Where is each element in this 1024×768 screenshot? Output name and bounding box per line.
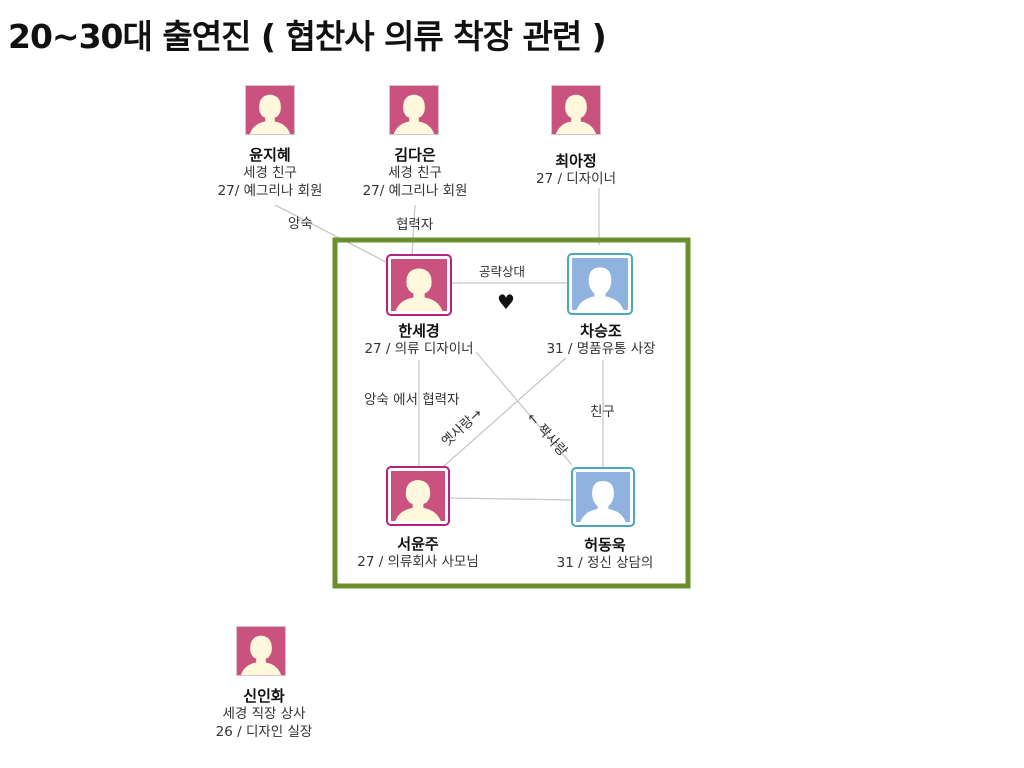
person-age-role: 27 / 의류 디자이너	[364, 341, 474, 357]
person-name: 한세경	[398, 322, 440, 340]
person-age-role: 27/ 예그리나 회원	[217, 183, 323, 199]
person-age-role: 27/ 예그리나 회원	[362, 183, 468, 199]
female-silhouette-icon	[390, 86, 438, 134]
male-silhouette-icon	[576, 472, 630, 522]
line-seo-heo	[449, 497, 573, 501]
person-age-role: 31 / 정신 상담의	[556, 555, 654, 571]
person-name: 김다은	[394, 146, 436, 164]
person-age-role: 27 / 의류회사 사모님	[357, 554, 479, 570]
relation-label-han-seo: 앙숙 에서 협력자	[364, 392, 460, 408]
person-kim-daeun: 김다은 세경 친구 27/ 예그리나 회원	[363, 146, 468, 200]
person-han-segyeong: 한세경 27 / 의류 디자이너	[364, 322, 473, 358]
avatar-choi-ajeong	[551, 85, 601, 135]
avatar-seo-yunju	[386, 466, 450, 526]
relation-label-cha-heo: 친구	[590, 404, 615, 420]
person-heo-dongwook: 허동욱 31 / 정신 상담의	[557, 536, 654, 572]
heart-icon: ♥	[497, 290, 515, 314]
avatar-shin-inhwa	[236, 626, 286, 676]
relation-label-han-cha: 공략상대	[479, 264, 526, 279]
male-silhouette-icon	[572, 258, 628, 310]
female-silhouette-icon	[391, 259, 447, 311]
avatar-cha-seungjo	[567, 253, 633, 315]
person-name: 차승조	[580, 322, 622, 340]
female-silhouette-icon	[391, 471, 445, 521]
avatar-yun-jihye	[245, 85, 295, 135]
avatar-kim-daeun	[389, 85, 439, 135]
person-seo-yunju: 서윤주 27 / 의류회사 사모님	[357, 535, 479, 571]
person-shin-inhwa: 신인화 세경 직장 상사 26 / 디자인 실장	[216, 687, 313, 741]
female-silhouette-icon	[237, 627, 285, 675]
person-cha-seungjo: 차승조 31 / 명품유통 사장	[546, 322, 655, 358]
person-yun-jihye: 윤지혜 세경 친구 27/ 예그리나 회원	[218, 146, 323, 200]
avatar-han-segyeong	[386, 254, 452, 316]
person-relation: 세경 친구	[243, 165, 297, 181]
avatar-heo-dongwook	[571, 467, 635, 527]
person-name: 최아정	[555, 152, 597, 170]
person-name: 허동욱	[584, 536, 626, 554]
line-han-heo	[475, 351, 573, 466]
female-silhouette-icon	[246, 86, 294, 134]
person-name: 서윤주	[397, 535, 439, 553]
person-name: 신인화	[243, 687, 285, 705]
line-kim-han	[411, 204, 416, 257]
person-age-role: 31 / 명품유통 사장	[546, 341, 656, 357]
female-silhouette-icon	[552, 86, 600, 134]
relation-label-kim-han: 협력자	[396, 217, 434, 233]
line-seo-cha	[443, 357, 567, 467]
person-age-role: 27 / 디자이너	[536, 171, 616, 187]
person-relation: 세경 직장 상사	[222, 706, 306, 722]
person-name: 윤지혜	[249, 146, 291, 164]
relation-label-yun-han: 앙숙	[288, 216, 313, 232]
person-age-role: 26 / 디자인 실장	[215, 724, 313, 740]
person-relation: 세경 친구	[388, 165, 442, 181]
person-choi-ajeong: 최아정 27 / 디자이너	[536, 152, 616, 188]
line-yun-han	[274, 204, 393, 266]
core-group-box	[332, 237, 691, 589]
page-title: 20~30대 출연진 ( 협찬사 의류 착장 관련 )	[8, 17, 607, 56]
